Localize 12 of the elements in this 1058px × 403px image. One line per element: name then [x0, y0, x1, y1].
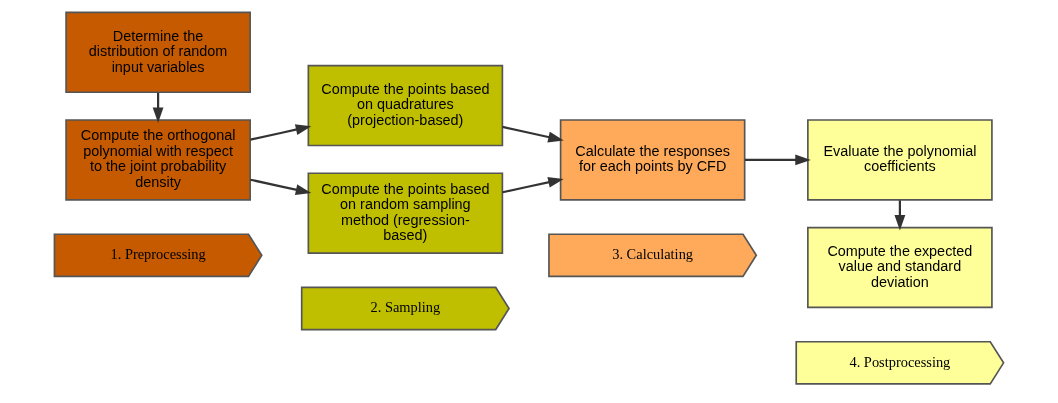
node-box: Compute the orthogonal polynomial with respect to the joint probability density	[65, 119, 251, 201]
arrow	[250, 178, 312, 195]
node-box: Compute the points based on random sampling method (regression-based)	[307, 172, 504, 254]
node-box: Calculate the responses for each points by CFD	[559, 119, 746, 201]
node-box: Evaluate the polynomial coefficients	[807, 119, 993, 201]
node-box: Compute the expected value and standard deviation	[807, 226, 993, 309]
arrow	[502, 176, 564, 194]
node-box: Compute the points based on quadratures (projection-based)	[307, 64, 504, 147]
arrow	[250, 124, 312, 141]
arrow	[502, 125, 564, 143]
node-box: Determine the distribution of random input variables	[65, 11, 251, 94]
arrow	[745, 154, 811, 166]
